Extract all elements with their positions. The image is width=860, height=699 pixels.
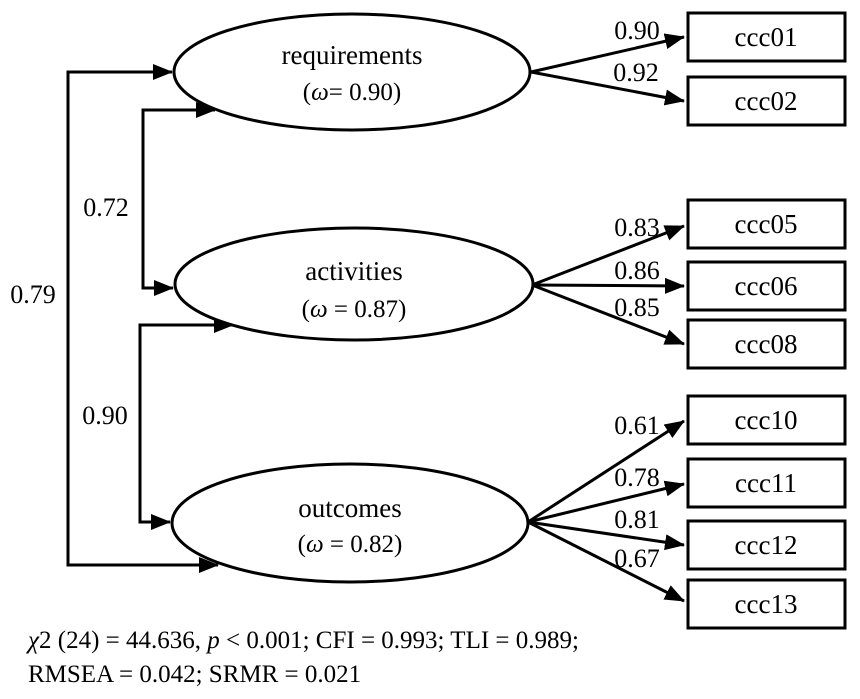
- latent-requirements-ellipse: [172, 12, 532, 132]
- correlation-value-activities-outcomes: 0.90: [82, 401, 128, 430]
- latent-activities: activities (ω = 0.87): [173, 226, 535, 342]
- indicator-ccc11-box: [686, 457, 847, 509]
- indicator-ccc12-label: ccc12: [735, 530, 798, 560]
- latent-outcomes: outcomes (ω = 0.82): [170, 462, 530, 584]
- correlation-path-requirements-outcomes: [66, 64, 219, 573]
- indicator-ccc11: ccc11: [686, 457, 847, 509]
- loading-value-ccc02: 0.92: [613, 58, 659, 87]
- latent-requirements-label: requirements: [282, 40, 423, 70]
- correlation-path-activities-outcomes: [138, 317, 234, 530]
- loading-arrows: [527, 33, 685, 603]
- loading-arrow-ccc01: [530, 33, 685, 74]
- loading-value-ccc06: 0.86: [614, 256, 660, 285]
- indicator-ccc13-box: [686, 578, 847, 630]
- indicator-ccc08-box: [686, 318, 847, 370]
- indicator-ccc06: ccc06: [686, 260, 847, 312]
- correlation-value-requirements-outcomes: 0.79: [10, 280, 56, 309]
- latent-requirements: requirements (ω= 0.90): [172, 12, 532, 132]
- loading-arrow-ccc10: [527, 419, 685, 524]
- indicator-ccc01-box: [686, 11, 847, 63]
- loading-arrow-ccc02: [530, 70, 685, 106]
- indicator-ccc11-label: ccc11: [735, 468, 797, 498]
- correlation-path-requirements-activities: [141, 102, 216, 296]
- loading-arrow-ccc08: [531, 283, 685, 346]
- indicator-ccc10: ccc10: [686, 394, 847, 446]
- indicator-ccc10-box: [686, 394, 847, 446]
- loading-values: 0.90 0.92 0.83 0.86 0.85 0.61 0.78 0.81 …: [613, 16, 660, 573]
- indicator-ccc12: ccc12: [686, 519, 847, 571]
- indicator-ccc13: ccc13: [686, 578, 847, 630]
- indicator-ccc06-label: ccc06: [735, 271, 798, 301]
- fit-statistics-line1: χ2 (24) = 44.636, p < 0.001; CFI = 0.993…: [26, 627, 579, 654]
- loading-value-ccc05: 0.83: [614, 213, 660, 242]
- fit-statistics: χ2 (24) = 44.636, p < 0.001; CFI = 0.993…: [26, 627, 579, 688]
- loading-arrow-ccc11: [527, 480, 685, 524]
- indicator-ccc02: ccc02: [686, 75, 847, 127]
- loading-value-ccc10: 0.61: [614, 411, 660, 440]
- indicator-ccc01-label: ccc01: [735, 22, 798, 52]
- indicator-ccc06-box: [686, 260, 847, 312]
- correlation-activities-outcomes: 0.90: [82, 317, 234, 530]
- indicator-ccc05-box: [686, 198, 847, 250]
- loading-arrow-ccc06: [531, 277, 685, 294]
- indicator-ccc08: ccc08: [686, 318, 847, 370]
- latent-activities-ellipse: [173, 226, 535, 342]
- latent-requirements-omega: (ω= 0.90): [303, 79, 401, 106]
- latent-activities-label: activities: [305, 256, 402, 286]
- indicator-ccc05: ccc05: [686, 198, 847, 250]
- loading-value-ccc13: 0.67: [614, 544, 660, 573]
- indicator-ccc13-label: ccc13: [735, 589, 798, 619]
- latent-activities-omega: (ω = 0.87): [302, 296, 407, 323]
- indicator-ccc01: ccc01: [686, 11, 847, 63]
- loading-arrow-ccc05: [531, 224, 685, 287]
- indicator-ccc02-label: ccc02: [735, 86, 798, 116]
- loading-arrow-ccc12: [527, 520, 685, 551]
- latent-outcomes-label: outcomes: [298, 493, 401, 523]
- correlation-requirements-activities: 0.72: [83, 102, 216, 296]
- latent-outcomes-ellipse: [170, 462, 530, 584]
- loading-arrow-ccc13: [527, 520, 685, 603]
- fit-statistics-line2: RMSEA = 0.042; SRMR = 0.021: [28, 661, 361, 688]
- indicator-ccc02-box: [686, 75, 847, 127]
- correlation-requirements-outcomes: 0.79: [10, 64, 219, 573]
- correlation-value-requirements-activities: 0.72: [83, 193, 129, 222]
- indicator-ccc10-label: ccc10: [735, 405, 798, 435]
- indicator-ccc08-label: ccc08: [735, 329, 798, 359]
- latent-outcomes-omega: (ω = 0.82): [298, 531, 403, 558]
- loading-value-ccc01: 0.90: [614, 16, 660, 45]
- loading-value-ccc08: 0.85: [614, 293, 660, 322]
- loading-value-ccc11: 0.78: [614, 463, 660, 492]
- indicator-ccc05-label: ccc05: [735, 209, 798, 239]
- loading-value-ccc12: 0.81: [614, 505, 660, 534]
- indicator-ccc12-box: [686, 519, 847, 571]
